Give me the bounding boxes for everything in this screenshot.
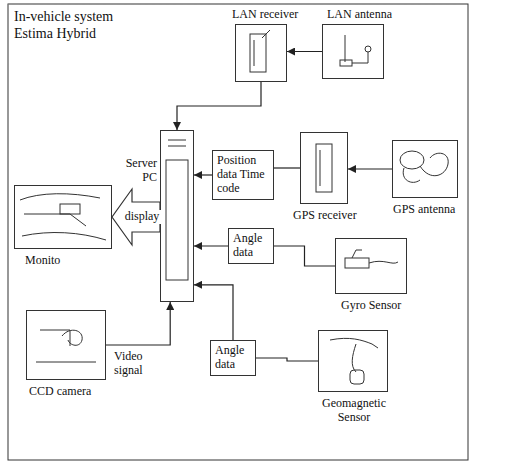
component-label: GPS antenna [393,203,455,217]
outer-frame [8,4,468,460]
signal-label: display [123,210,162,224]
data-box: Angle data [228,228,274,264]
lan-receiver-box: LAN receiver [235,24,287,82]
data-label: Angle data [233,232,269,260]
data-box: Position data Time code [212,150,274,200]
ccd-camera-illustration [36,330,96,362]
component-label: Server PC [113,157,157,185]
signal-connector [177,82,261,130]
signal-connector [106,302,170,345]
gps-antenna-illustration [400,151,448,182]
component-label: Geomagnetic Sensor [307,397,401,425]
geomagnetic-sensor-illustration [330,338,378,384]
component-label: CCD camera [29,385,91,399]
component-label: GPS receiver [293,209,357,223]
geomagnetic-sensor-box: Geomagnetic Sensor [318,330,388,392]
data-box: Angle data [210,340,256,376]
component-label: Monito [25,254,60,268]
server-pc-illustration [166,140,188,280]
monitor-box: Monito [14,185,112,249]
gps-receiver-box: GPS receiver [300,132,348,204]
frame-top-dash [8,4,468,5]
component-label: LAN antenna [327,8,392,22]
monitor-illustration [20,194,106,240]
diagram-title: In-vehicle system Estima Hybrid [14,9,136,43]
gyro-sensor-box: Gyro Sensor [335,238,407,294]
lan-antenna-illustration [340,35,371,66]
lan-receiver-illustration [250,30,270,72]
signal-connector [287,51,322,52]
lan-antenna-box: LAN antenna [322,24,384,79]
signal-connector [194,245,228,246]
signal-label: Video signal [112,350,162,378]
component-label: LAN receiver [232,8,298,22]
server-pc-box: Server PC [160,130,194,302]
signal-connector [274,167,300,168]
ccd-camera-box: CCD camera [26,310,106,380]
gps-receiver-illustration [316,144,332,192]
signal-connector [194,285,233,340]
signal-connector [256,358,318,361]
data-label: Angle data [215,344,251,372]
signal-connector [274,246,335,266]
component-label: Gyro Sensor [341,299,401,313]
data-label: Position data Time code [217,154,269,195]
signal-connector [194,174,212,175]
signal-connector [348,168,392,169]
gps-antenna-box: GPS antenna [392,140,458,198]
gyro-sensor-illustration [345,250,398,268]
